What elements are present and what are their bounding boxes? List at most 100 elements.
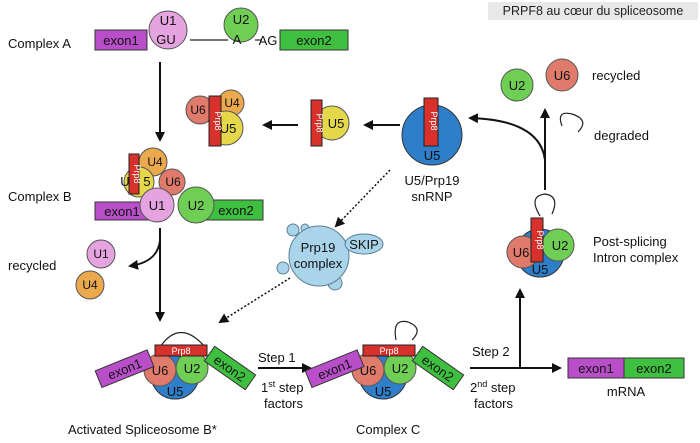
- complex-b: Complex B exon1 exon2 U4 U6 U 5 Prp8 U1 …: [8, 147, 264, 224]
- c-prp8-text: Prp8: [379, 346, 398, 356]
- prp19-complex: SKIP Prp19 complex: [276, 223, 384, 291]
- big-prp8-bar: [423, 97, 439, 147]
- act-prp8-bar: [154, 344, 208, 357]
- complex-a-u2-text: U2: [233, 12, 250, 27]
- complex-b-5-text: 5: [143, 174, 150, 189]
- complex-b-u1-text: U1: [149, 198, 166, 213]
- skip-ellipse: [344, 233, 384, 255]
- post-label-line2: Intron complex: [593, 250, 679, 265]
- prp19-bump3: [276, 261, 290, 275]
- post-u6-text: U6: [513, 245, 530, 260]
- act-u5-text: U5: [167, 384, 184, 399]
- c-exon2-box: [411, 345, 465, 391]
- step1-sup: st: [268, 379, 276, 389]
- c-exon1-box: [304, 349, 365, 389]
- complex-b-u-text: U: [120, 174, 129, 189]
- complex-b-u2-text: U2: [188, 198, 205, 213]
- complex-b-u6-text: U6: [165, 175, 181, 189]
- recycled-right-u6-text: U6: [554, 68, 571, 83]
- small-prp8-bar: [310, 99, 323, 147]
- complex-a-u1: [148, 10, 188, 50]
- activated-spliceosome: U5 U6 U2 Prp8 exon1 exon2 Activated Spli…: [68, 332, 257, 437]
- step1: Step 1 1st step factors: [258, 350, 312, 411]
- big-prp8-text: Prp8: [429, 111, 439, 130]
- recycled-left: recycled U1 U4: [8, 239, 116, 300]
- mrna-exon1-text: exon1: [578, 361, 613, 376]
- recycled-right-u2-text: U2: [509, 78, 526, 93]
- post-label-line1: Post-splicing: [593, 234, 667, 249]
- step1-word: step: [275, 380, 303, 395]
- c-lariat: [394, 320, 418, 341]
- degraded: degraded: [559, 112, 649, 143]
- act-u6-text: U6: [152, 363, 169, 378]
- recycled-left-u4-text: U4: [82, 278, 98, 292]
- u5-prp19-snrnp: U5 Prp8 U5/Prp19 snRNP: [401, 97, 463, 204]
- complex-b-u2: [177, 186, 215, 224]
- complex-c-label: Complex C: [356, 422, 420, 437]
- step2-factors-line1: 2nd step: [470, 379, 515, 395]
- u5-prp8-small: U5 Prp8: [310, 99, 350, 147]
- dotted-arrow-to-prp19: [334, 169, 391, 228]
- big-label-line1: U5/Prp19: [405, 173, 460, 188]
- mrna-label: mRNA: [607, 384, 646, 399]
- recycled-left-u4: [75, 270, 105, 300]
- step2-ord: 2: [470, 380, 477, 395]
- recycled-left-label: recycled: [8, 258, 56, 273]
- step2-word: step: [487, 380, 515, 395]
- complex-a-u2: [223, 7, 259, 43]
- step2-factors: factors: [474, 396, 514, 411]
- tri-u4-text: U4: [224, 96, 240, 110]
- recycled-right: U2 U6 recycled: [500, 58, 640, 102]
- tri-u5-text: U5: [220, 121, 237, 136]
- post-u2-text: U2: [552, 238, 569, 253]
- small-prp8-text: Prp8: [315, 113, 325, 132]
- tri-u6-text: U6: [190, 103, 206, 117]
- c-prp8-bar: [362, 344, 416, 357]
- step1-label: Step 1: [258, 350, 296, 365]
- mrna-exon2-text: exon2: [636, 361, 671, 376]
- recycled-right-u6: [545, 58, 579, 92]
- complex-b-u1: [139, 187, 175, 223]
- complex-b-label: Complex B: [8, 189, 72, 204]
- step2: Step 2 2nd step factors: [470, 288, 562, 411]
- degraded-label: degraded: [594, 128, 649, 143]
- complex-b-u4-text: U4: [147, 155, 163, 169]
- mrna: exon1 exon2 mRNA: [567, 357, 685, 399]
- recycled-left-u1-text: U1: [93, 247, 109, 261]
- big-label-line2: snRNP: [411, 189, 452, 204]
- step1-factors: factors: [264, 396, 304, 411]
- step1-ord: 1: [261, 380, 268, 395]
- big-u5-text: U5: [424, 148, 441, 163]
- activated-label: Activated Spliceosome B*: [68, 422, 217, 437]
- dotted-arrow-to-activated: [218, 277, 291, 324]
- tri-prp8-bar: [208, 95, 222, 147]
- post-splicing-complex: U5 U6 U2 Prp8 Post-splicing Intron compl…: [506, 193, 679, 278]
- degraded-lariat: [559, 112, 584, 133]
- complex-a-exon1-text: exon1: [103, 33, 138, 48]
- recycled-right-label: recycled: [592, 68, 640, 83]
- tri-prp8-text: Prp8: [213, 111, 223, 130]
- complex-a-u1-text: U1: [160, 13, 177, 28]
- tri-snrnp: U6 U4 U5 Prp8: [185, 89, 245, 147]
- complex-a-a-text: A: [233, 32, 242, 47]
- complex-b-u6: [158, 168, 186, 196]
- step1-factors-line1: 1st step: [261, 379, 303, 395]
- prp19-bump1: [286, 223, 300, 237]
- recycled-right-u2: [500, 68, 534, 102]
- prp19-line1: Prp19: [301, 240, 336, 255]
- post-u5-text: U5: [532, 262, 549, 277]
- complex-a-ag-text: AG: [259, 33, 278, 48]
- skip-text: SKIP: [349, 237, 379, 252]
- act-prp8-text: Prp8: [171, 346, 190, 356]
- page-title: PRPF8 au cœur du spliceosome: [488, 2, 698, 20]
- post-prp8-bar: [530, 217, 544, 263]
- complex-a: Complex A exon1 U1 GU U2 A AG exon2: [8, 7, 349, 51]
- step2-sup: nd: [477, 379, 487, 389]
- c-u5-text: U5: [375, 384, 392, 399]
- complex-b-exon1-text: exon1: [104, 204, 139, 219]
- act-exon1-box: [94, 349, 155, 389]
- prp19-body: [288, 225, 350, 287]
- complex-a-exon2-box: [279, 29, 349, 51]
